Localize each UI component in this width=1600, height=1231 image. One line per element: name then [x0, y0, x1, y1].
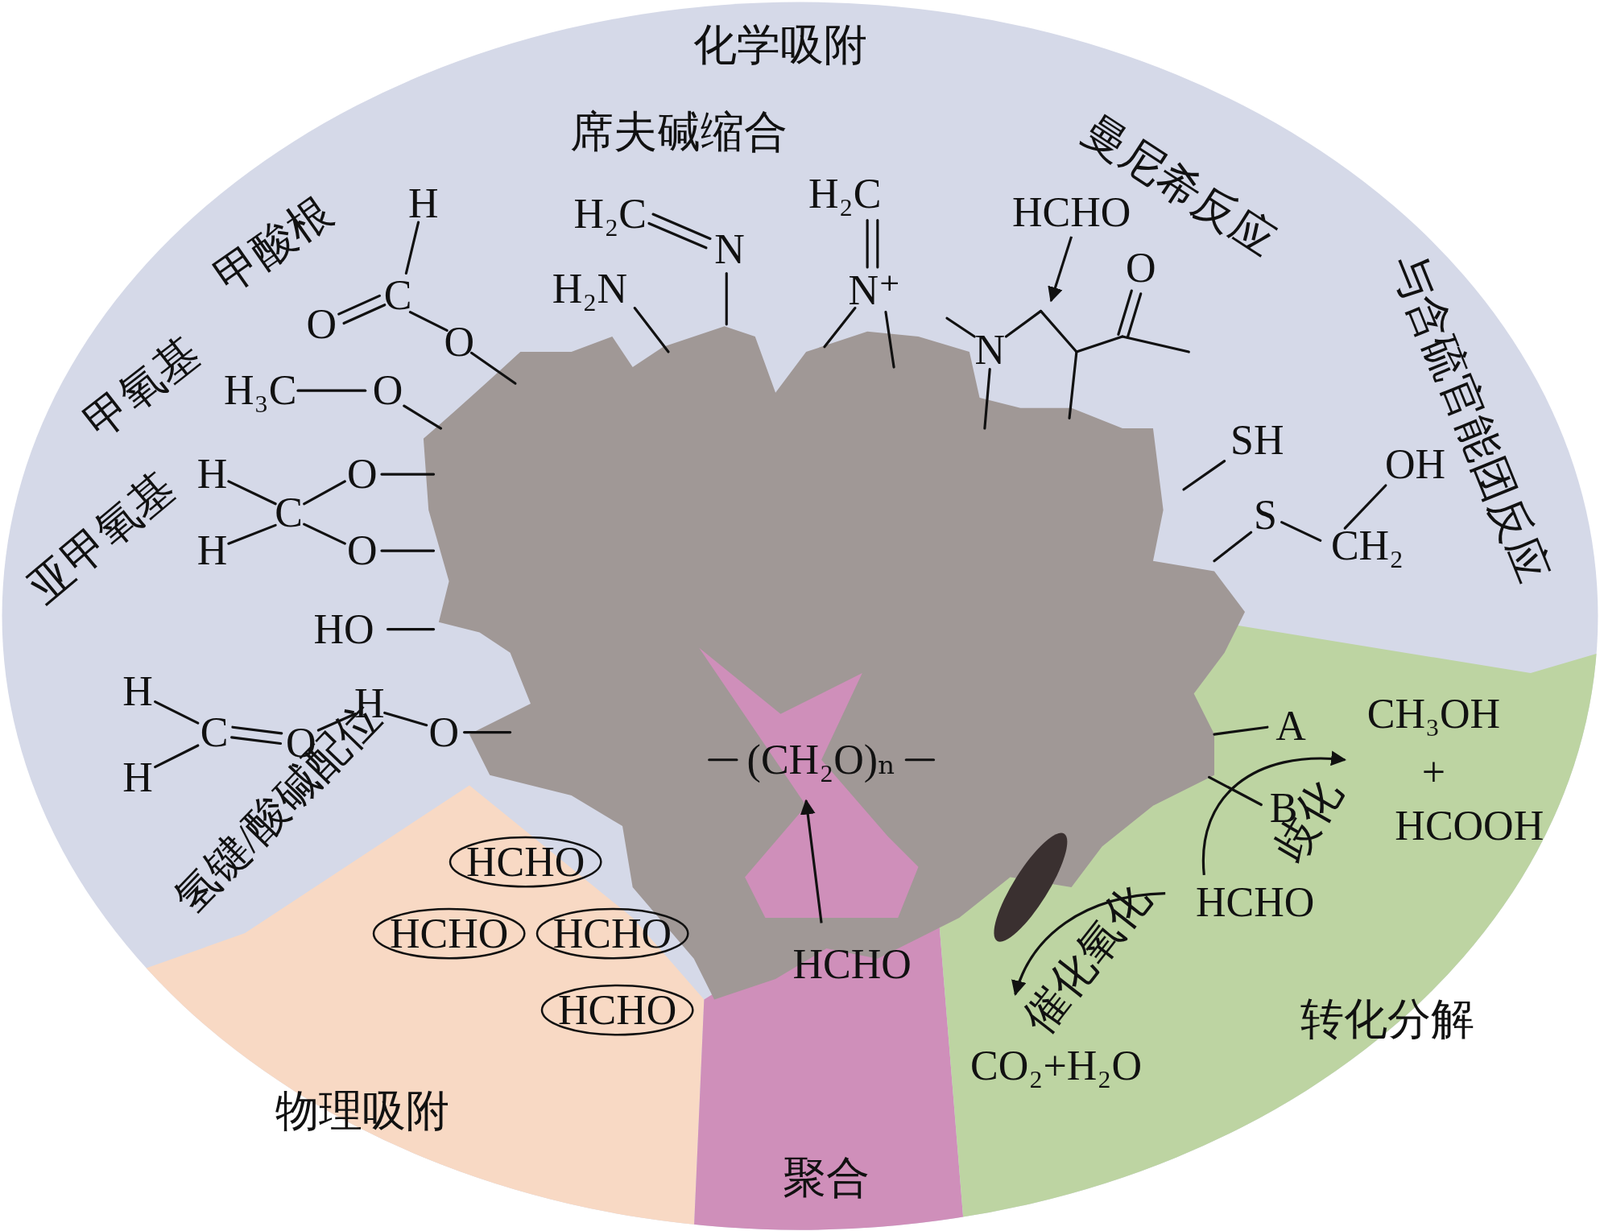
chemical-formula: A [1275, 703, 1307, 750]
chemical-formula: N [714, 227, 745, 273]
ellipse-outline [541, 985, 693, 1035]
chemical-formula: SH [1230, 417, 1284, 464]
region-title: 化学吸附 [693, 21, 868, 70]
ellipse-outline [537, 909, 688, 959]
chemical-formula: HCOOH [1394, 803, 1544, 850]
annotation: 席夫碱缩合 [570, 108, 788, 157]
chemical-formula: CH₂ [1331, 522, 1404, 569]
ellipse-outline [450, 837, 601, 887]
chemical-formula: O [443, 318, 475, 365]
chemical-formula: HCHO [1012, 189, 1131, 236]
chemical-formula: H [197, 528, 228, 575]
physisorption-sector [0, 785, 704, 1231]
chemical-formula: H₂N [552, 265, 628, 312]
chemical-formula: CO₂+H₂O [970, 1043, 1142, 1090]
molecule-ellipse: HCHO [540, 983, 695, 1037]
chemical-formula: (CH₂O)ₙ [747, 736, 897, 783]
chemical-formula: O [347, 451, 378, 498]
molecule-ellipse: HCHO [372, 907, 526, 960]
region-title: 物理吸附 [275, 1088, 450, 1137]
chemical-formula: H [122, 669, 153, 716]
chemical-formula: C [384, 272, 413, 319]
chemical-formula: H [122, 754, 153, 801]
chemical-formula: H₂C [574, 191, 647, 238]
molecule-name: HCHO [558, 987, 677, 1034]
molecule-name: HCHO [466, 839, 585, 885]
reaction-arrows [806, 236, 1345, 995]
region: 聚合 [694, 885, 968, 1231]
chemical-formula: H [197, 451, 228, 498]
chemical-formula: C [274, 490, 303, 537]
molecule-name: HCHO [553, 910, 672, 957]
region-title: 转化分解 [1300, 996, 1475, 1045]
chemical-formula: HCHO [792, 941, 911, 988]
chemical-formula: H₂C [808, 170, 881, 217]
molecule-name: HCHO [389, 910, 509, 957]
catalyst-particle [982, 824, 1080, 951]
chemical-formula: O [347, 528, 378, 575]
chemical-formula: C [200, 709, 229, 756]
chemical-formula: H₃C [223, 367, 297, 414]
chemical-formula: + [1422, 749, 1446, 796]
polymer-channel [698, 647, 918, 918]
chemical-formula: O [428, 709, 459, 756]
region-title: 聚合 [782, 1154, 870, 1203]
ellipse-outline [373, 909, 525, 959]
chemical-formula: HCHO [1195, 880, 1315, 927]
region: 化学吸附 [0, 0, 1600, 935]
chemical-formula: N⁺ [848, 268, 902, 315]
chemical-formula: H [408, 181, 439, 228]
chemical-formula: O [372, 367, 404, 414]
chemical-formula: OH [1385, 441, 1446, 488]
chemical-formula: N [974, 326, 1005, 373]
chemical-formula: HO [313, 606, 374, 653]
chemical-formula: O [285, 719, 317, 766]
molecule-ellipse: HCHO [448, 835, 603, 889]
chemical-formula: H [354, 681, 385, 728]
chemical-formula: CH₃OH [1367, 690, 1501, 737]
region: 物理吸附 HCHO HCHO HCHO HCHO [244, 795, 704, 1231]
chemical-formula: S [1253, 491, 1278, 538]
chemical-formula: O [305, 301, 337, 348]
chemical-formula: O [1125, 245, 1157, 292]
molecule-ellipse: HCHO [535, 907, 690, 960]
